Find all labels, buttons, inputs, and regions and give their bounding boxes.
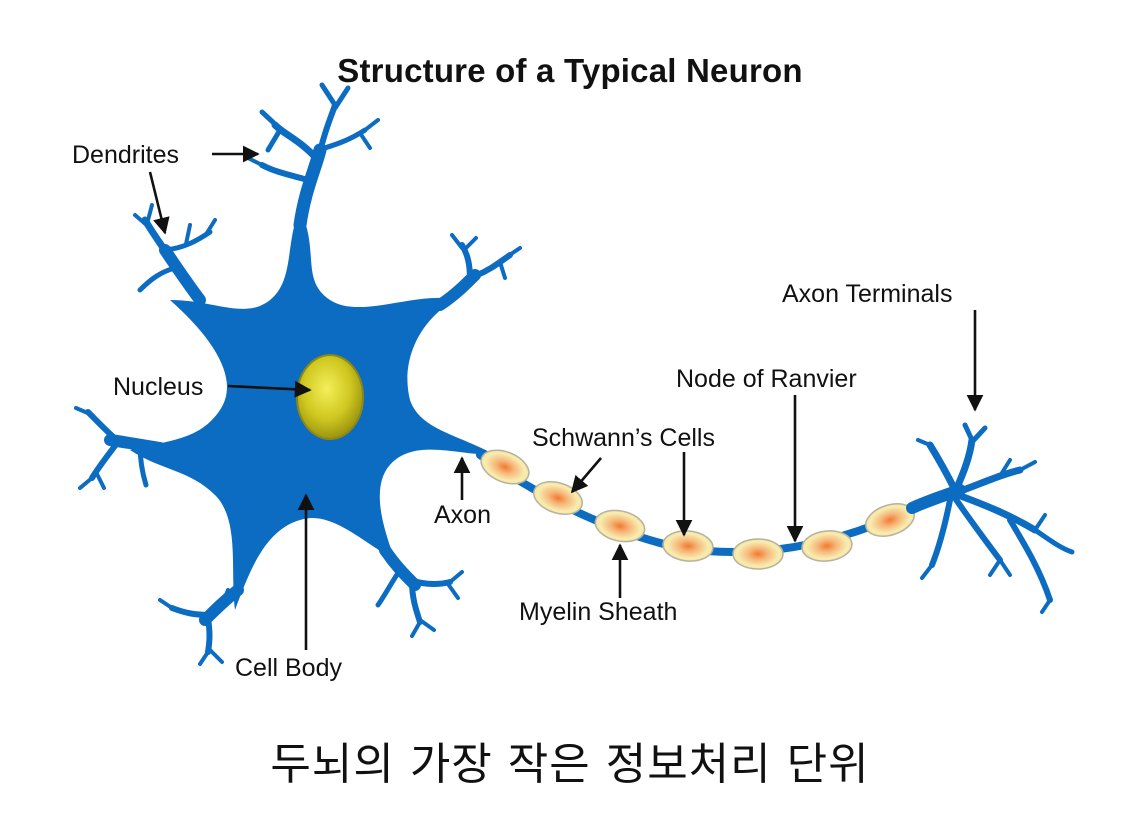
schwann-cell (662, 530, 714, 562)
schwann-cell (533, 481, 583, 515)
schwann-cell (801, 530, 853, 562)
label-axon: Axon (434, 501, 491, 529)
diagram-title: Structure of a Typical Neuron (337, 52, 803, 89)
axon-terminal-branches (906, 422, 1075, 614)
label-myelin-sheath: Myelin Sheath (519, 598, 677, 626)
korean-caption: 두뇌의 가장 작은 정보처리 단위 (270, 739, 870, 790)
label-nucleus: Nucleus (113, 373, 203, 401)
label-schwann-cells: Schwann’s Cells (532, 424, 715, 452)
label-cell-body: Cell Body (235, 654, 342, 682)
schwann-cells (480, 449, 915, 570)
dendrites-arrow-down (148, 171, 170, 235)
nucleus-shape (296, 354, 364, 440)
label-node-of-ranvier: Node of Ranvier (676, 365, 857, 393)
label-axon-terminals: Axon Terminals (782, 280, 952, 308)
nucleus-arrow (227, 380, 312, 398)
label-dendrites: Dendrites (72, 141, 179, 169)
schwann-cell (594, 509, 646, 543)
schwann-cells-arrow (570, 457, 602, 494)
schwann-cell (480, 449, 530, 485)
schwann-cell (732, 538, 784, 570)
